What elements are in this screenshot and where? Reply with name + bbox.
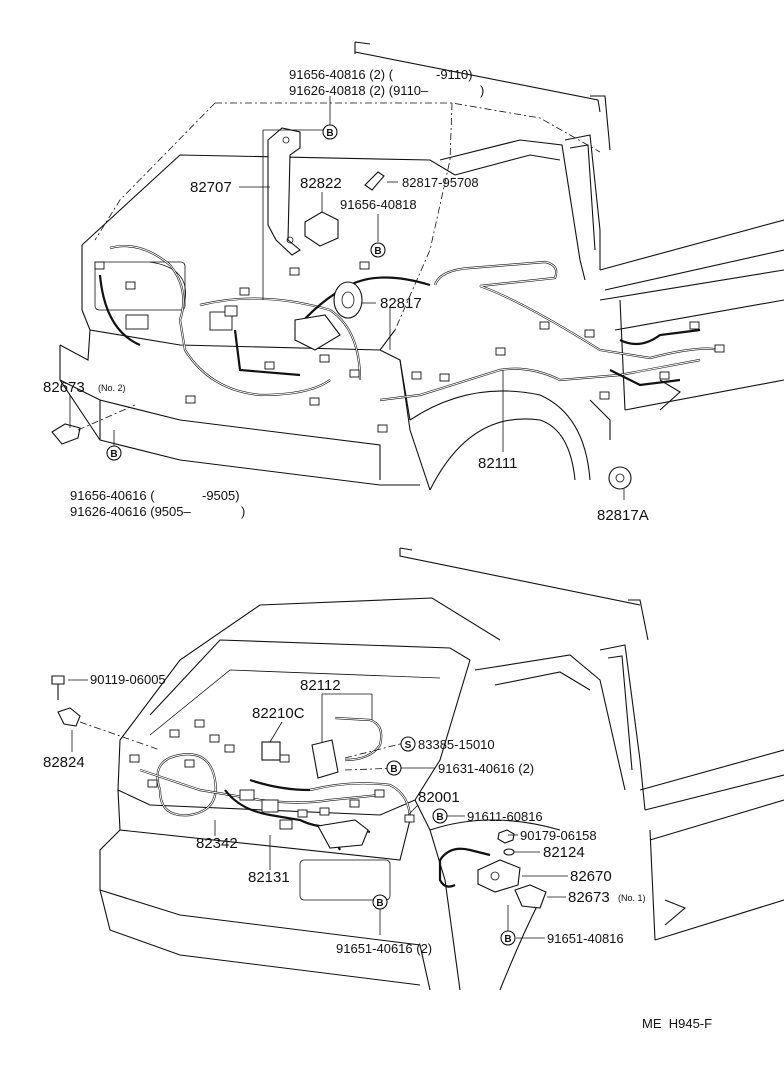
bolt-badge-upper-1-glyph: B — [326, 128, 333, 139]
drawing-code: ME H945-F — [642, 1016, 712, 1031]
label-82670: 82670 — [570, 868, 612, 885]
bolt-badge-upper-3-glyph: B — [110, 449, 117, 460]
upper-leader-lines — [69, 96, 625, 500]
label-91656-40816-b: -9110) — [436, 67, 473, 82]
label-82001: 82001 — [418, 789, 460, 806]
label-91656-40816-a: 91656-40816 (2) ( — [289, 67, 394, 82]
bolt-badge-lower-4-glyph: B — [504, 934, 511, 945]
label-82342: 82342 — [196, 835, 238, 852]
lower-wiring-harness — [51, 675, 547, 909]
label-82124: 82124 — [543, 844, 585, 861]
label-91656-40616-b: -9505) — [202, 488, 240, 503]
label-90119-06005: 90119-06005 — [90, 672, 166, 687]
label-82673-no2: 82673 — [43, 379, 85, 396]
upper-bolt-badges: B B B — [106, 124, 386, 461]
label-91626-40616-a: 91626-40616 (9505– — [70, 504, 191, 519]
label-82112: 82112 — [300, 677, 341, 694]
label-82131: 82131 — [248, 869, 290, 886]
label-82822: 82822 — [300, 175, 342, 192]
bolt-badge-upper-3 — [106, 445, 122, 461]
label-82673-no2-tag: (No. 2) — [98, 383, 126, 393]
bolt-badge-lower-1-glyph: B — [390, 764, 397, 775]
lower-fastener-badges: S B B B B — [372, 736, 516, 946]
label-82210C: 82210C — [252, 705, 305, 722]
bolt-badge-lower-3-glyph: B — [376, 898, 383, 909]
label-91651-40816: 91651-40816 — [547, 931, 624, 946]
label-82817-95708: 82817-95708 — [402, 175, 479, 190]
label-91656-40616-a: 91656-40616 ( — [70, 488, 155, 503]
bolt-badge-lower-2-glyph: B — [436, 812, 443, 823]
lower-vehicle-body — [99, 547, 784, 991]
screw-badge-lower-1-glyph: S — [405, 740, 412, 751]
label-82817A: 82817A — [597, 507, 649, 524]
bolt-badge-upper-2-glyph: B — [374, 246, 381, 257]
label-91651-40616: 91651-40616 (2) — [336, 941, 432, 956]
upper-vehicle-body — [59, 41, 784, 491]
upper-part-labels: 91656-40816 (2) ( -9110) 91626-40818 (2)… — [43, 67, 649, 524]
bolt-badge-upper-2 — [370, 242, 386, 258]
label-91631-40616: 91631-40616 (2) — [438, 761, 534, 776]
label-82817: 82817 — [380, 295, 422, 312]
label-82673-no1: 82673 — [568, 889, 610, 906]
label-82707: 82707 — [190, 179, 232, 196]
label-82673-no1-tag: (No. 1) — [618, 893, 646, 903]
label-82111: 82111 — [478, 455, 518, 472]
screw-badge-lower-1 — [400, 736, 416, 752]
label-90179-06158: 90179-06158 — [520, 828, 597, 843]
label-82824: 82824 — [43, 754, 85, 771]
bolt-badge-upper-1 — [322, 124, 338, 140]
label-91626-40818-b: ) — [480, 83, 484, 98]
upper-wiring-harness — [51, 127, 725, 490]
label-91656-40818: 91656-40818 — [340, 197, 417, 212]
label-91626-40616-b: ) — [241, 504, 245, 519]
label-83385-15010: 83385-15010 — [418, 737, 495, 752]
lower-part-labels: 90119-06005 82824 82112 82210C 83385-150… — [43, 672, 646, 956]
bolt-badge-lower-2 — [432, 808, 448, 824]
bolt-badge-lower-4 — [500, 930, 516, 946]
bolt-badge-lower-3 — [372, 894, 388, 910]
bolt-badge-lower-1 — [386, 760, 402, 776]
label-91611-60816: 91611-60816 — [467, 809, 543, 824]
label-91626-40818-a: 91626-40818 (2) (9110– — [289, 83, 429, 98]
